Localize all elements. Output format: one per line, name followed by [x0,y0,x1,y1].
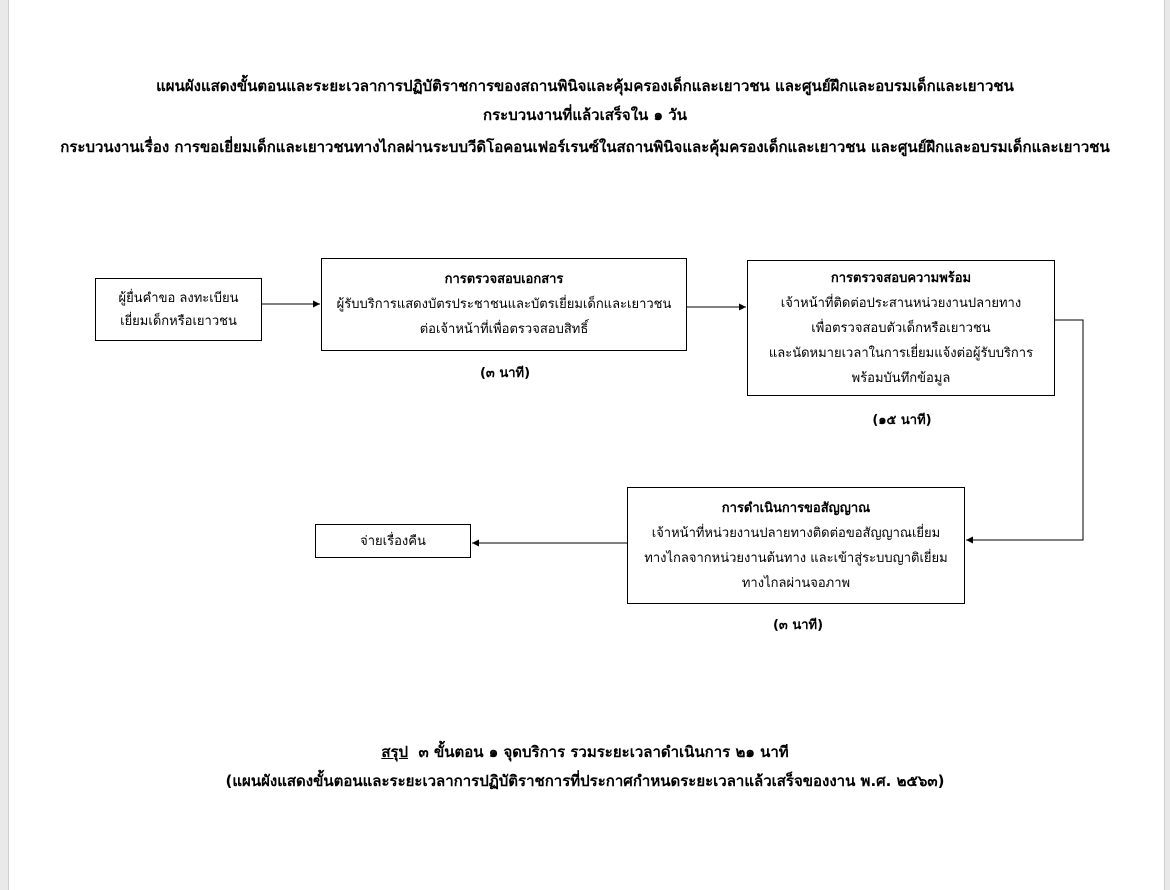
arrow-readiness-to-contract [966,319,1084,544]
step-contract-request-box: การดำเนินการขอสัญญาณ เจ้าหน้าที่หน่วยงาน… [627,487,965,604]
step-applicant-box: ผู้ยื่นคำขอ ลงทะเบียน เยี่ยมเด็กหรือเยาว… [95,278,262,341]
step-readiness-check-time: (๑๕ นาที) [872,413,932,428]
summary-text: ๓ ขั้นตอน ๑ จุดบริการ รวมระยะเวลาดำเนินก… [418,743,789,761]
step-readiness-check-line2: เพื่อตรวจสอบตัวเด็กหรือเยาวชน [811,320,991,336]
step-readiness-check-box: การตรวจสอบความพร้อม เจ้าหน้าที่ติดต่อประ… [747,260,1055,396]
step-document-check-line1: ผู้รับบริการแสดงบัตรประชาชนและบัตรเยี่ยม… [336,297,672,312]
step-contract-request-line3: ทางไกลผ่านจอภาพ [741,575,851,591]
header-title-line2: กระบวนงานที่แล้วเสร็จใน ๑ วัน [483,106,687,124]
step-contract-request-time: (๓ นาที) [772,618,824,633]
summary-label: สรุป [381,743,409,761]
step-contract-request-line1: เจ้าหน้าที่หน่วยงานปลายทางติดต่อขอสัญญาณ… [651,525,941,541]
step-readiness-check-line3: และนัดหมายเวลาในการเยี่ยมแจ้งต่อผู้รับบร… [768,345,1034,361]
step-document-check-line2: ต่อเจ้าหน้าที่เพื่อตรวจสอบสิทธิ์ [419,322,589,337]
step-document-check-box: การตรวจสอบเอกสาร ผู้รับบริการแสดงบัตรประ… [321,258,687,351]
summary-line: สรุป ๓ ขั้นตอน ๑ จุดบริการ รวมระยะเวลาดำ… [0,740,1170,764]
header-title-line1: แผนผังแสดงขั้นตอนและระยะเวลาการปฏิบัติรา… [156,77,1014,95]
step-contract-request-title: การดำเนินการขอสัญญาณ [721,500,871,516]
step-return-label: จ่ายเรื่องคืน [360,533,426,549]
step-readiness-check-line1: เจ้าหน้าที่ติดต่อประสานหน่วยงานปลายทาง [780,295,1022,311]
step-document-check-title: การตรวจสอบเอกสาร [444,272,564,287]
step-applicant-line2: เยี่ยมเด็กหรือเยาวชน [120,313,237,329]
summary-note: (แผนผังแสดงขั้นตอนและระยะเวลาการปฏิบัติร… [225,772,945,790]
step-readiness-check-title: การตรวจสอบความพร้อม [830,270,972,286]
document-page [8,0,1165,890]
step-applicant-line1: ผู้ยื่นคำขอ ลงทะเบียน [118,290,239,306]
header-title-line3: กระบวนงานเรื่อง การขอเยี่ยมเด็กและเยาวชน… [60,138,1110,156]
step-document-check-time: (๓ นาที) [479,366,531,381]
step-return-box: จ่ายเรื่องคืน [315,524,471,558]
step-contract-request-line2: ทางไกลจากหน่วยงานต้นทาง และเข้าสู่ระบบญา… [644,550,948,566]
step-readiness-check-line4: พร้อมบันทึกข้อมูล [851,370,951,386]
